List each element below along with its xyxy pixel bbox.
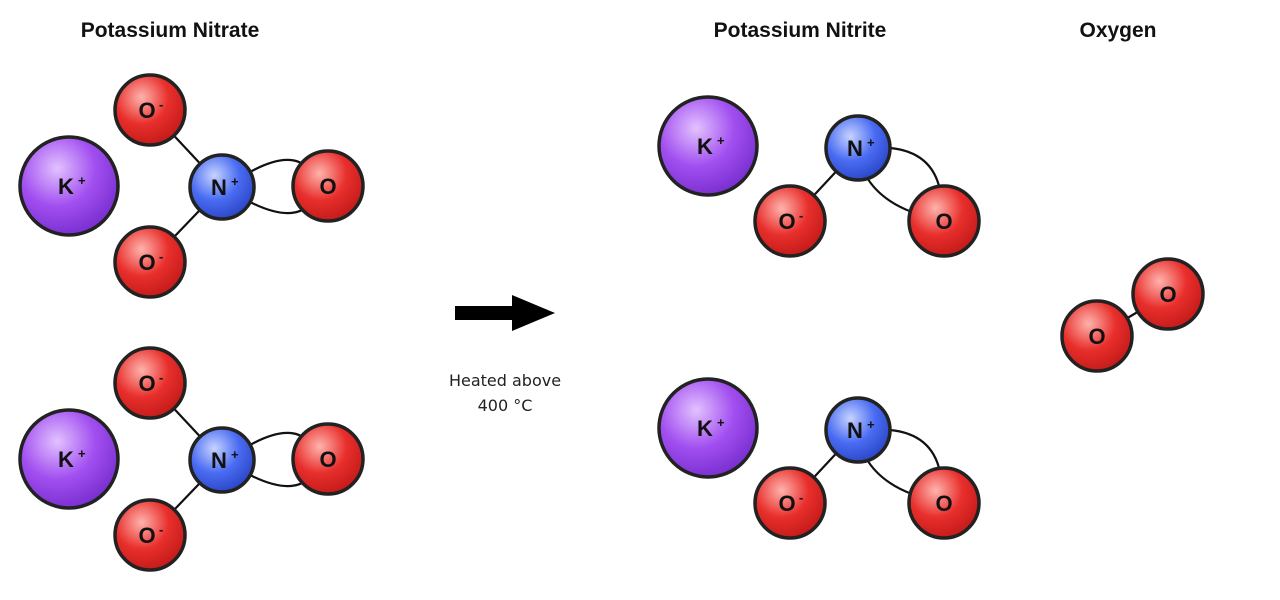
oxygen-atom-sphere xyxy=(907,466,981,540)
oxygen-molecule-atom-1: O xyxy=(1060,299,1134,373)
nitrate-2-oxygen-atom: O xyxy=(291,422,365,496)
potassium-symbol: K xyxy=(697,416,713,441)
oxygen_anion-symbol: O xyxy=(778,209,795,234)
nitrate-1-nitrogen-ion: N+ xyxy=(188,153,256,221)
nitrate-1-oxide-ion-bottom: O- xyxy=(113,225,187,299)
nitrite-1-oxide-ion: O- xyxy=(753,184,827,258)
nitrite-2-oxide-ion: O- xyxy=(753,466,827,540)
oxygen_anion-charge: - xyxy=(799,490,803,505)
nitrogen-atom-sphere xyxy=(188,426,256,494)
nitrite-2-oxygen-atom: O xyxy=(907,466,981,540)
molecules-layer: K+O-O-ON+K+O-O-ON+K+O-ON+K+O-ON+OO xyxy=(18,73,1205,572)
nitrogen-symbol: N xyxy=(211,175,227,200)
oxygen_anion-atom-sphere xyxy=(753,466,827,540)
oxygen-symbol: O xyxy=(319,447,336,472)
oxygen-symbol: O xyxy=(1088,324,1105,349)
nitrate-2-oxide-ion-bottom: O- xyxy=(113,498,187,572)
oxygen_anion-symbol: O xyxy=(138,371,155,396)
potassium-charge: + xyxy=(717,133,725,148)
oxygen-molecule-atom-2: O xyxy=(1131,257,1205,331)
oxygen_anion-symbol: O xyxy=(778,491,795,516)
nitrogen-symbol: N xyxy=(211,448,227,473)
nitrate-1-oxide-ion-top: O- xyxy=(113,73,187,147)
product-nitrite-title: Potassium Nitrite xyxy=(714,19,887,42)
nitrate-2-nitrogen-ion: N+ xyxy=(188,426,256,494)
oxygen_anion-charge: - xyxy=(159,522,163,537)
double-bond-arc xyxy=(865,457,913,496)
oxygen-atom-sphere xyxy=(1131,257,1205,331)
oxygen_anion-charge: - xyxy=(159,370,163,385)
reaction-condition-line-1: Heated above xyxy=(449,371,561,390)
oxygen_anion-atom-sphere xyxy=(753,184,827,258)
potassium-symbol: K xyxy=(697,134,713,159)
oxygen-symbol: O xyxy=(319,174,336,199)
potassium-charge: + xyxy=(78,173,86,188)
nitrite-1-nitrogen-ion: N+ xyxy=(824,114,892,182)
product-oxygen-title: Oxygen xyxy=(1079,19,1156,42)
oxygen_anion-charge: - xyxy=(159,249,163,264)
oxygen_anion-charge: - xyxy=(799,208,803,223)
nitrite-1-potassium-ion: K+ xyxy=(657,95,759,197)
oxygen-symbol: O xyxy=(935,209,952,234)
oxygen_anion-symbol: O xyxy=(138,98,155,123)
nitrate-2-oxide-ion-top: O- xyxy=(113,346,187,420)
oxygen-atom-sphere xyxy=(907,184,981,258)
potassium-atom-sphere xyxy=(657,377,759,479)
oxygen_anion-atom-sphere xyxy=(113,73,187,147)
nitrate-1-oxygen-atom: O xyxy=(291,149,365,223)
nitrogen-symbol: N xyxy=(847,136,863,161)
oxygen_anion-atom-sphere xyxy=(113,346,187,420)
nitrogen-atom-sphere xyxy=(824,396,892,464)
oxygen_anion-atom-sphere xyxy=(113,498,187,572)
oxygen-atom-sphere xyxy=(1060,299,1134,373)
oxygen-atom-sphere xyxy=(291,149,365,223)
nitrite-1-oxygen-atom: O xyxy=(907,184,981,258)
oxygen_anion-symbol: O xyxy=(138,250,155,275)
oxygen_anion-charge: - xyxy=(159,97,163,112)
oxygen-atom-sphere xyxy=(291,422,365,496)
oxygen-symbol: O xyxy=(1159,282,1176,307)
potassium-symbol: K xyxy=(58,447,74,472)
double-bond-arc xyxy=(865,175,913,214)
oxygen_anion-symbol: O xyxy=(138,523,155,548)
nitrate-1-potassium-ion: K+ xyxy=(18,135,120,237)
nitrogen-symbol: N xyxy=(847,418,863,443)
double-bond-arc xyxy=(889,146,942,191)
nitrogen-charge: + xyxy=(867,417,875,432)
nitrate-2-potassium-ion: K+ xyxy=(18,408,120,510)
nitrogen-atom-sphere xyxy=(824,114,892,182)
double-bond-arc xyxy=(889,428,942,473)
oxygen-symbol: O xyxy=(935,491,952,516)
potassium-charge: + xyxy=(78,446,86,461)
potassium-symbol: K xyxy=(58,174,74,199)
nitrogen-charge: + xyxy=(231,447,239,462)
potassium-atom-sphere xyxy=(18,408,120,510)
oxygen_anion-atom-sphere xyxy=(113,225,187,299)
reactant-title: Potassium Nitrate xyxy=(81,19,260,42)
nitrite-2-nitrogen-ion: N+ xyxy=(824,396,892,464)
nitrogen-charge: + xyxy=(867,135,875,150)
reaction-condition-line-2: 400 °C xyxy=(478,396,533,415)
potassium-atom-sphere xyxy=(18,135,120,237)
potassium-charge: + xyxy=(717,415,725,430)
reaction-arrow xyxy=(455,295,555,331)
nitrogen-atom-sphere xyxy=(188,153,256,221)
potassium-atom-sphere xyxy=(657,95,759,197)
nitrite-2-potassium-ion: K+ xyxy=(657,377,759,479)
nitrogen-charge: + xyxy=(231,174,239,189)
